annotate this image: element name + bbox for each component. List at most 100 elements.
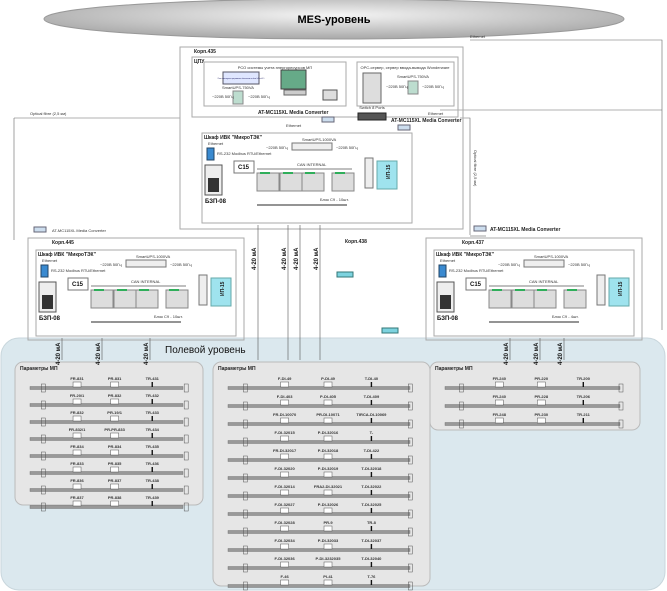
c15-label: C15 [470,282,482,288]
valve-icon [243,581,248,591]
sensor-tag: TR-434 [146,427,160,432]
c15-device [465,277,487,291]
mes-title: MES-уровень [297,14,370,26]
valve-icon [41,451,46,461]
sensor-tag: FR-831 [70,376,84,381]
temperature-sensor-icon [370,562,373,567]
sensor-tag: FR-834 [70,444,84,449]
pipe [227,566,411,570]
flow-sensor-icon [72,449,82,456]
sensor-tag: F-DI-32036 [274,556,295,561]
sensor-tag: TR-200 [577,376,591,381]
sensor-tag: PR-220 [535,376,549,381]
valve-icon [41,434,46,444]
module-terminal [537,289,547,291]
can-label: CAN INTERNAL [131,279,161,284]
flow-sensor-icon [72,432,82,439]
flow-sensor-icon [495,417,504,424]
ethernet-label: Ethernet [470,34,486,39]
sensor-tag: TR-436 [146,461,160,466]
converter-label: RS-232 Modbus RTU/Ethernet [449,268,504,273]
software-note-box [222,71,260,85]
flow-sensor-icon [72,500,82,507]
optical-label-left: Optical fibre (2,5 км) [30,111,67,116]
power-out-label: ~220В 50Гц [568,262,590,267]
ups-750-label-1: SmartUPS-750VA [222,85,254,90]
pressure-sensor-icon [110,415,119,422]
building-437-label: Корп.437 [462,240,484,246]
software-note: Пакет прикладного программного обеспечен… [218,78,265,80]
sensor-tag: F-DI-32034 [274,538,295,543]
power-label-2: ~220В 50Гц [248,94,270,99]
sensor-tag: F-DI-32020 [274,466,295,471]
workstation-box [203,61,347,107]
temperature-sensor-icon [151,416,153,421]
media-converter-icon-2 [397,124,411,131]
temperature-sensor-icon [151,501,153,506]
valve-icon [408,527,413,537]
temperature-sensor-icon [151,433,153,438]
valve-icon [243,491,248,501]
valve-icon [183,383,189,393]
c9-module [511,289,535,309]
pipe [227,476,411,480]
sensor-tag: PR-832 [108,393,122,398]
power-in-label: ~220В 50Гц [498,262,520,267]
pressure-sensor-icon [110,500,119,507]
sensor-tag: TR-211 [577,412,591,417]
valve-icon [243,545,248,555]
media-converter-icon-1 [321,116,335,123]
cabinet-title: Шкаф ИВК "МикроТЭК" [38,251,97,258]
sensor-tag: F-46 [280,574,289,579]
media-converter-icon-4 [473,225,487,232]
bzp-label: БЗП-08 [437,316,459,322]
sensor-tag: T-DI-32040 [361,556,382,561]
converter-label: RS-232 Modbus RTU/Ethernet [51,268,106,273]
valve-icon [459,419,464,429]
pressure-sensor-icon [323,399,333,406]
pressure-sensor-icon [323,525,333,532]
power-in-label: ~220В 50Гц [100,262,122,267]
sensor-tag: FR-832 [70,410,84,415]
sensor-tag: TR-433 [146,410,160,415]
pipe [227,458,411,462]
pressure-sensor-icon [110,466,119,473]
media-converter-icon-3 [33,226,47,233]
valve-icon [408,563,413,573]
valve-icon [243,509,248,519]
valve-icon [41,400,46,410]
valve-icon [408,437,413,447]
blocks-label: Блок С9 - 4шт. [552,314,579,319]
pressure-sensor-icon [323,579,333,586]
valve-icon [41,383,46,393]
valve-icon [243,383,248,393]
temperature-sensor-icon [151,450,153,455]
switch-icon [357,112,387,121]
psu-label: ИП-15 [386,164,392,179]
temperature-sensor-icon [370,580,373,585]
c15-device [233,160,255,174]
power-label-1: ~220В 50Гц [212,94,234,99]
sensor-tag: T-DI-40 [365,376,379,381]
valve-icon [183,485,189,495]
valve-icon [408,419,413,429]
pipe [29,437,184,441]
c9-module [488,289,512,309]
sensor-tag: FRA2-DI-32021 [314,484,343,489]
psu-module [364,157,374,189]
pressure-sensor-icon [323,381,333,388]
converter-icon [206,147,215,161]
c9-module [256,172,280,192]
signal-4-20-label: 4-20 мА [96,342,102,365]
pipe [29,505,184,509]
flow-sensor-icon [72,398,82,405]
sensor-tag: T-DI-32025 [361,502,382,507]
pipe [29,403,184,407]
